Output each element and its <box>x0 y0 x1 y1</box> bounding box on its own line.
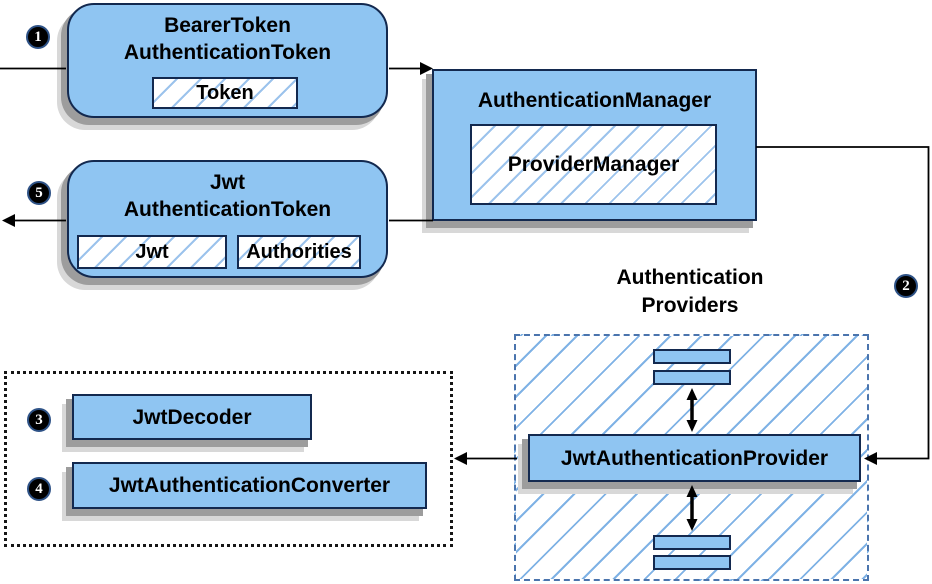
jwt-authentication-converter-node: JwtAuthenticationConverter <box>72 462 427 509</box>
token-chip: Token <box>152 77 298 109</box>
other-provider-bar <box>653 349 731 364</box>
authorities-chip: Authorities <box>237 235 361 269</box>
provider-manager-chip: ProviderManager <box>470 124 717 205</box>
step-2-badge: 2 <box>894 274 918 298</box>
bearer-token-authentication-token-node: BearerToken AuthenticationToken Token <box>67 3 388 118</box>
step-1-badge: 1 <box>26 25 50 49</box>
jwt-authentication-provider-node: JwtAuthenticationProvider <box>528 434 861 482</box>
jwt-token-title-line1: Jwt <box>209 171 245 194</box>
jwt-decoder-node: JwtDecoder <box>72 394 312 440</box>
jwt-authentication-converter-title: JwtAuthenticationConverter <box>108 474 391 497</box>
bearer-token-title-line1: BearerToken <box>164 14 291 37</box>
authentication-providers-heading-line1: Authentication <box>616 266 764 289</box>
step-3-badge: 3 <box>27 408 51 432</box>
authentication-manager-title: AuthenticationManager <box>477 89 712 112</box>
jwt-authentication-provider-title: JwtAuthenticationProvider <box>560 446 829 470</box>
step-4-badge: 4 <box>27 477 51 501</box>
jwt-token-out-arrowhead <box>2 214 15 227</box>
jwt-components-box <box>4 371 453 547</box>
bearer-token-title-line2: AuthenticationToken <box>123 41 332 64</box>
authentication-providers-heading-line2: Providers <box>641 294 739 317</box>
jwt-token-title-line2: AuthenticationToken <box>123 198 332 221</box>
authentication-providers-heading: Authentication Providers <box>540 264 840 320</box>
other-provider-bar <box>653 535 731 550</box>
other-provider-bar <box>653 555 731 570</box>
step-5-badge: 5 <box>27 181 51 205</box>
provider-to-components-arrowhead <box>454 452 467 465</box>
jwt-chip: Jwt <box>77 235 227 269</box>
authentication-manager-node: AuthenticationManager ProviderManager <box>432 69 757 221</box>
other-provider-bar <box>653 370 731 385</box>
jwt-decoder-title: JwtDecoder <box>132 405 252 429</box>
jwt-authentication-token-node: Jwt AuthenticationToken Jwt Authorities <box>67 160 388 278</box>
